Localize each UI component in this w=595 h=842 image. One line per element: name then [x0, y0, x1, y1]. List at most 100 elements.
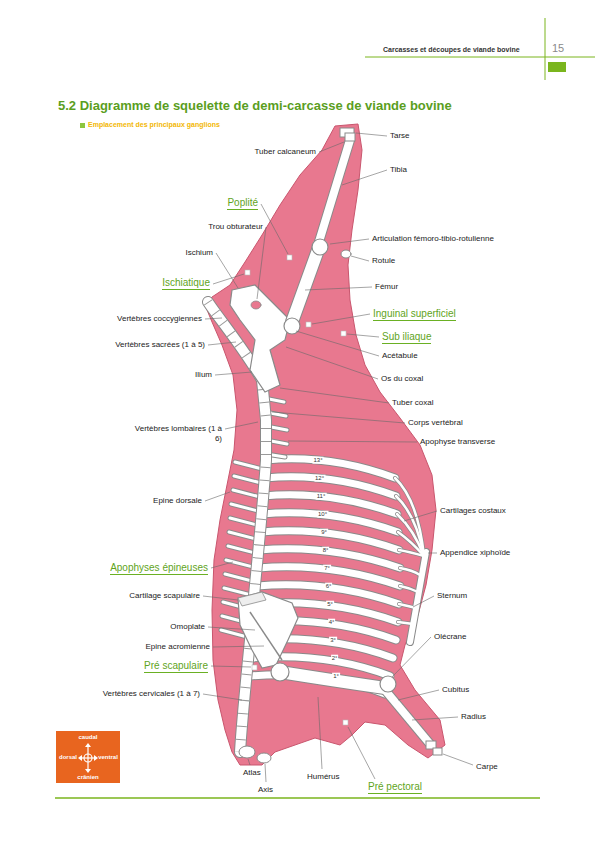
- leader-line: [347, 334, 379, 337]
- page-rules: [55, 18, 595, 798]
- page-title: 5.2 Diagramme de squelette de demi-carca…: [58, 98, 452, 114]
- hindleg-bones: [230, 128, 355, 392]
- orientation-word: crânien: [77, 774, 98, 781]
- carcass-outline: [205, 124, 445, 765]
- leader-line: [312, 314, 370, 324]
- part-label: Vertèbres sacrées (1 à 5): [115, 340, 205, 350]
- ganglion-marker: [306, 322, 311, 327]
- foreleg-bones: [271, 663, 289, 681]
- part-label: Epine dorsale: [153, 496, 202, 506]
- rib-number: 13°: [312, 457, 323, 464]
- rib-bones: [395, 478, 426, 642]
- leader-line: [211, 562, 233, 568]
- part-label: Cubitus: [442, 685, 469, 695]
- page-rules: [55, 797, 540, 799]
- leader-line: [261, 204, 288, 254]
- scapula-bone: [238, 592, 298, 668]
- legend-text: Emplacement des principaux ganglions: [88, 121, 220, 129]
- part-label: Vertèbres coccygiennes: [117, 314, 202, 324]
- neck-bones: [239, 746, 255, 758]
- page-number: 15: [552, 42, 564, 55]
- part-label: Vertèbres lombaires (1 à 6): [130, 424, 222, 443]
- foreleg-bones: [433, 748, 442, 755]
- part-label: Appendice xiphoïde: [440, 548, 510, 558]
- part-label: Fémur: [375, 282, 398, 292]
- leader-line: [203, 133, 473, 782]
- leader-line: [216, 253, 238, 288]
- leader-line: [318, 697, 322, 769]
- hindleg-bones: [345, 133, 355, 141]
- carcass-outline: [205, 124, 445, 765]
- scapula-bone: [250, 612, 282, 660]
- leader-line: [412, 717, 458, 720]
- part-label: Tuber coxal: [392, 398, 434, 408]
- leader-line: [211, 666, 251, 667]
- neck-bones: [239, 746, 271, 763]
- leader-line: [288, 441, 417, 442]
- orientation-logo: [94, 755, 98, 761]
- leader-line: [257, 227, 266, 299]
- leader-line: [203, 596, 238, 600]
- page-rules: [545, 18, 546, 80]
- hindleg-bones: [292, 250, 318, 322]
- rib-bones: [395, 478, 426, 642]
- rib-bones: [400, 586, 418, 592]
- neck-bones: [257, 753, 271, 763]
- ganglion-marker: [245, 270, 250, 275]
- hindleg-bones: [251, 301, 261, 309]
- orientation-logo: [85, 769, 91, 773]
- rib-number: 4°: [328, 619, 336, 626]
- hindleg-bones: [318, 140, 350, 245]
- leader-line: [280, 388, 389, 403]
- orientation-logo: [85, 743, 91, 747]
- leader-line: [215, 372, 252, 375]
- ganglion-label: Apophyses épineuses: [110, 562, 208, 575]
- rib-number: 1°: [332, 673, 340, 680]
- leader-line: [428, 553, 437, 554]
- rib-bones: [410, 552, 426, 642]
- ganglion-label: Ischiatique: [162, 277, 210, 290]
- foreleg-bones: [271, 663, 442, 755]
- rib-number: 12°: [314, 475, 325, 482]
- ganglion-marker: [252, 665, 257, 670]
- leader-line: [286, 347, 378, 379]
- leader-line: [413, 596, 434, 607]
- part-label: Corps vertébral: [408, 418, 463, 428]
- leader-line: [351, 256, 369, 261]
- ganglion-marker: [287, 255, 292, 260]
- leader-line: [208, 342, 236, 345]
- rib-number: 6°: [325, 583, 333, 590]
- part-label: Ischium: [185, 248, 213, 258]
- orientation-logo: [56, 731, 120, 783]
- orientation-word: dorsal: [59, 754, 77, 761]
- orientation-logo: [78, 743, 98, 773]
- rib-number: 11°: [316, 493, 327, 500]
- hindleg-bones: [341, 250, 351, 258]
- ganglion-label: Pré pectoral: [368, 781, 422, 794]
- part-label: Os du coxal: [381, 374, 423, 384]
- rib-number: 9°: [320, 529, 328, 536]
- leader-line: [392, 637, 431, 677]
- part-label: Tibia: [390, 165, 407, 175]
- orientation-word: caudal: [78, 734, 97, 741]
- ganglion-marker: [343, 720, 348, 725]
- leader-line: [265, 764, 266, 782]
- part-label: Acétabule: [382, 351, 418, 361]
- leader-line: [205, 318, 222, 319]
- ganglion-label: Sub iliaque: [382, 331, 431, 344]
- leader-line: [404, 511, 437, 521]
- hindleg-bones: [230, 285, 290, 392]
- leader-line: [342, 170, 387, 185]
- foreleg-bones: [385, 690, 430, 744]
- rib-bones: [410, 552, 426, 642]
- rib-bones: [399, 550, 424, 556]
- ganglion-marker: [245, 255, 348, 725]
- foreleg-bones: [380, 676, 396, 692]
- leader-line: [213, 646, 264, 647]
- scapula-bone: [238, 592, 298, 668]
- foreleg-bones: [280, 672, 385, 688]
- scapula-bone: [238, 592, 266, 606]
- part-label: Articulation fémoro-tibio-rotulienne: [372, 234, 494, 244]
- rib-bones: [397, 514, 424, 556]
